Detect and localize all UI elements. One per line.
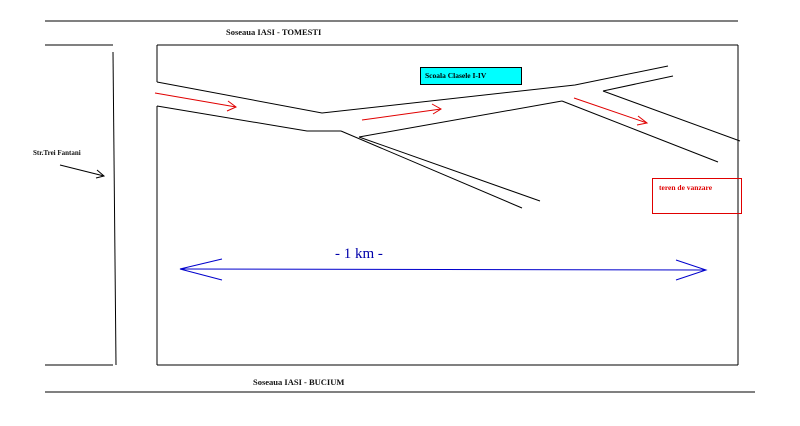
direction-arrow-2-head: [431, 103, 442, 115]
scale-label: - 1 km -: [335, 246, 383, 262]
branch-right-edge-b: [602, 90, 741, 142]
scale-arrow-left-head: [179, 258, 223, 281]
street-pointer-arrow: [59, 164, 105, 177]
street-pointer-arrowhead: [95, 169, 106, 179]
direction-arrow-1: [154, 92, 237, 108]
branch-left-edge-a: [340, 130, 523, 209]
road-label-iasi-bucium: Soseaua IASI - BUCIUM: [253, 377, 345, 387]
branch-right-edge-a: [561, 100, 719, 163]
branch-left-edge-b: [358, 136, 541, 202]
direction-arrow-1-head: [226, 100, 237, 112]
street-left-edge-west: [112, 51, 117, 366]
school-marker: Scoala Clasele I-IV: [420, 67, 522, 85]
diagonal-road-lower-edge: [156, 105, 341, 132]
road-label-iasi-tomesti: Soseaua IASI - TOMESTI: [226, 27, 322, 37]
direction-arrow-3: [573, 97, 648, 124]
street-label-trei-fantani: Str.Trei Fantani: [33, 149, 81, 157]
diagonal-road-upper-edge: [156, 65, 669, 114]
direction-arrow-2: [361, 108, 442, 121]
scale-arrow-line: [179, 268, 707, 271]
branch-left-link: [358, 100, 563, 138]
direction-arrow-3-head: [636, 115, 649, 126]
land-for-sale-marker: teren de vanzare: [652, 178, 742, 214]
school-label: Scoala Clasele I-IV: [425, 71, 487, 80]
branch-right-link: [602, 75, 674, 92]
land-for-sale-label: teren de vanzare: [659, 183, 713, 192]
scale-arrow-right-head: [675, 259, 708, 281]
